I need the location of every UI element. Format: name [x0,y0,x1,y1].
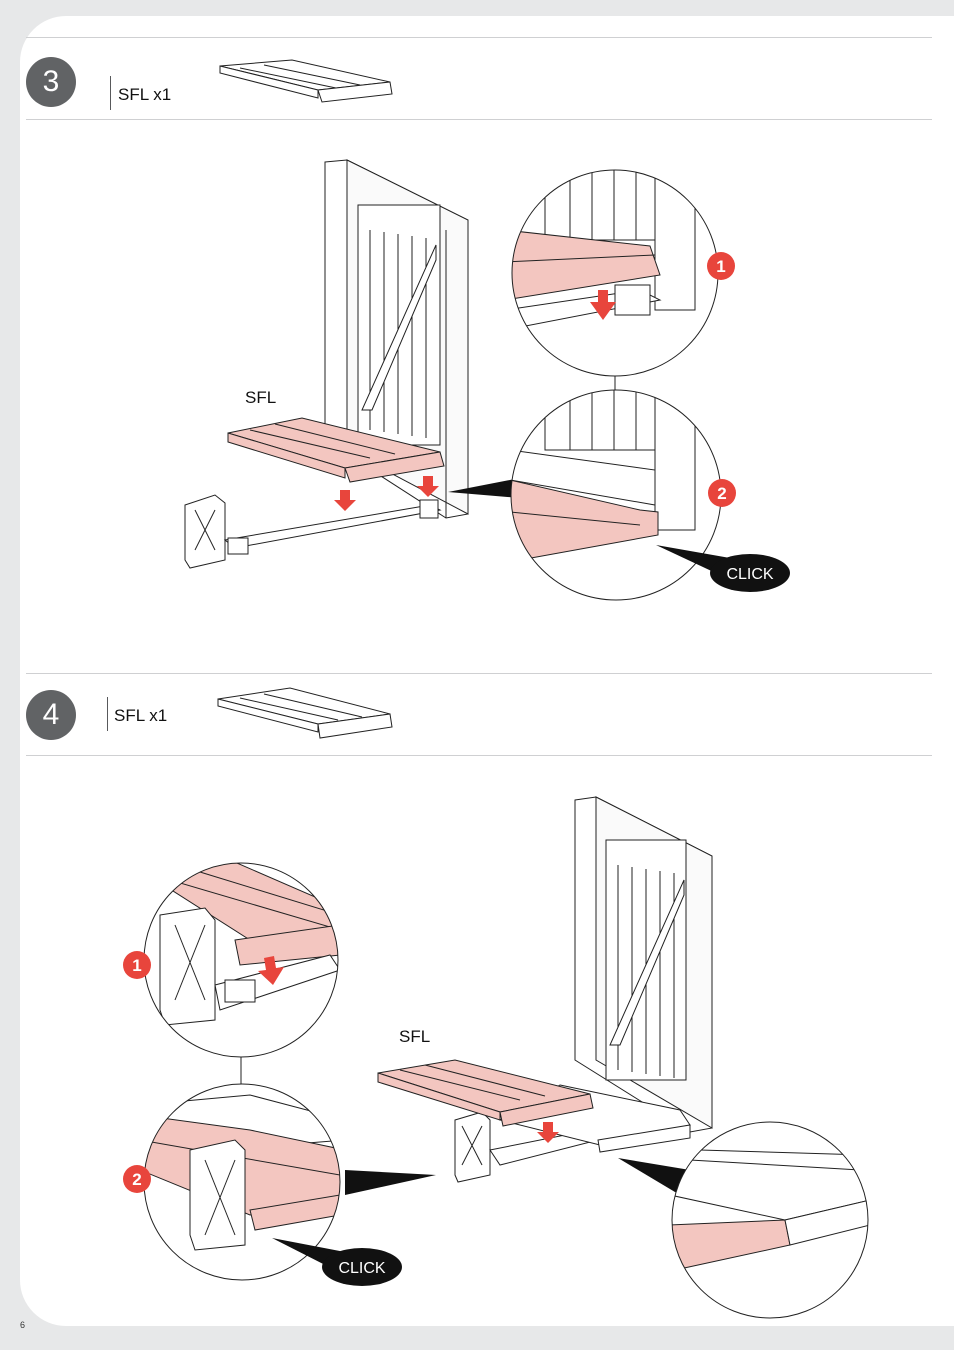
step-3-base-rail [185,495,440,568]
svg-text:1: 1 [132,956,141,975]
svg-text:2: 2 [717,484,726,503]
step-4-wall-panel [575,797,712,1132]
step-3-badge-2: 2 [708,479,736,507]
svg-text:2: 2 [132,1170,141,1189]
step-3-panel-thumbnail [220,60,392,102]
step-4-zoom-detail-1 [140,860,345,1057]
svg-text:CLICK: CLICK [338,1260,385,1277]
step-3-zoom-detail-1 [505,160,718,376]
svg-text:1: 1 [716,257,725,276]
step-3-badge-1: 1 [707,252,735,280]
step-4-panel-thumbnail [218,688,392,738]
step-4-badge-2: 2 [123,1165,151,1193]
step-4-badge-1: 1 [123,951,151,979]
svg-text:CLICK: CLICK [726,566,773,583]
step-4-pointer-left [345,1170,436,1195]
step-3-zoom-detail-2 [510,390,721,600]
step-4-zoom-detail-3 [670,1115,870,1318]
